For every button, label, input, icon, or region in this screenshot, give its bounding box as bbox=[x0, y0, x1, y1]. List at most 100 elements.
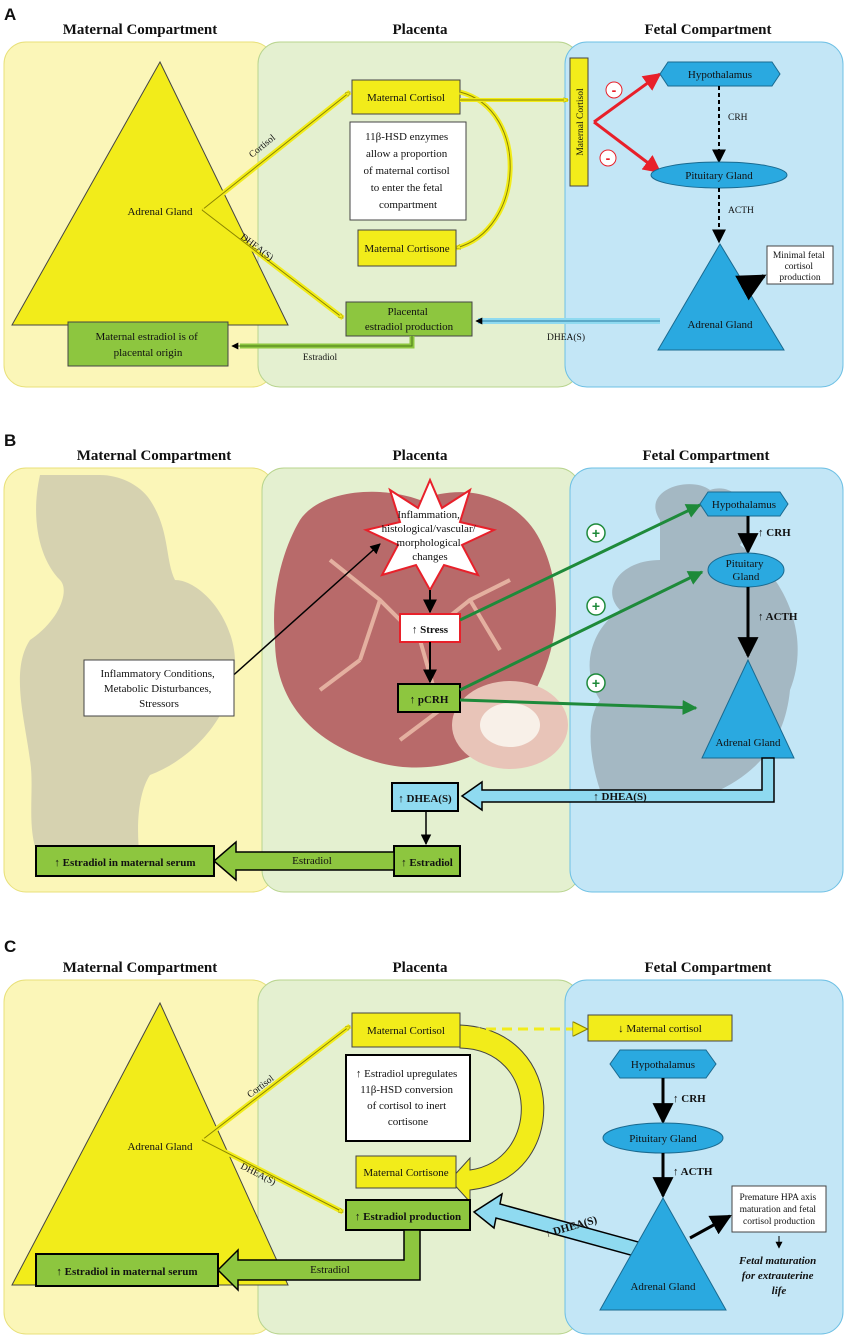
crh-label-b: ↑ CRH bbox=[758, 527, 791, 539]
panel-b-header-fetal: Fetal Compartment bbox=[642, 448, 769, 464]
maternal-cortisone-label: Maternal Cortisone bbox=[364, 243, 449, 255]
acth-label-c: ↑ ACTH bbox=[673, 1166, 713, 1178]
plus-sign-2 bbox=[586, 596, 606, 616]
estradiol-production-label-c: ↑ Estradiol production bbox=[355, 1211, 461, 1223]
fetal-adrenal-triangle-b bbox=[701, 658, 795, 759]
panel-a-header-fetal: Fetal Compartment bbox=[644, 22, 771, 38]
svg-text:+: + bbox=[592, 525, 600, 541]
hypothalamus-label-b: Hypothalamus bbox=[712, 499, 776, 511]
vertical-maternal-cortisol-label: Maternal Cortisol bbox=[576, 88, 586, 156]
crh-label: CRH bbox=[728, 113, 748, 123]
pituitary-shape-b bbox=[707, 552, 785, 588]
maternal-adrenal-label: Adrenal Gland bbox=[127, 206, 193, 218]
pituitary-label: Pituitary Gland bbox=[685, 170, 753, 182]
estradiol-label: Estradiol bbox=[303, 353, 338, 363]
maternal-cortisol-box bbox=[351, 79, 461, 115]
fetal-adrenal-triangle-c bbox=[599, 1196, 727, 1311]
panel-a: A Maternal Compartment Placenta Fetal Co… bbox=[3, 5, 844, 388]
maternal-adrenal-label-c: Adrenal Gland bbox=[127, 1141, 193, 1153]
acth-label: ACTH bbox=[728, 206, 754, 216]
fetal-adrenal-label-c: Adrenal Gland bbox=[630, 1281, 696, 1293]
panel-b: B Maternal Compartment Placenta Fetal Co… bbox=[3, 431, 844, 893]
conditions-box bbox=[83, 659, 235, 717]
crh-label-c: ↑ CRH bbox=[673, 1093, 706, 1105]
maternal-cortisol-label-c: Maternal Cortisol bbox=[367, 1025, 445, 1037]
estradiol-label-c: Estradiol bbox=[310, 1264, 350, 1276]
enzyme-note-box bbox=[349, 121, 467, 221]
inflammation-label: Inflammation, histological/vascular/ mor… bbox=[382, 509, 479, 563]
hypothalamus-label: Hypothalamus bbox=[688, 69, 752, 81]
panel-a-header-maternal: Maternal Compartment bbox=[63, 22, 218, 38]
hypothalamus-shape-c bbox=[609, 1049, 717, 1079]
svg-text:-: - bbox=[606, 150, 611, 166]
note-box-c bbox=[345, 1054, 471, 1142]
estradiol-block-arrow-c bbox=[216, 1229, 421, 1292]
pituitary-label-c: Pituitary Gland bbox=[629, 1133, 697, 1145]
dhea-arrow-label-b: ↑ DHEA(S) bbox=[593, 791, 647, 803]
plus-sign-3 bbox=[586, 673, 606, 693]
conditions-arrow bbox=[227, 543, 381, 681]
estradiol-box-label-b: ↑ Estradiol bbox=[401, 857, 453, 869]
pcrh-to-adrenal-arrow bbox=[459, 698, 698, 716]
stress-box bbox=[399, 613, 461, 643]
maternal-estradiol-box bbox=[67, 321, 229, 367]
minus-sign-1 bbox=[605, 81, 623, 99]
panel-c-letter: C bbox=[4, 937, 16, 956]
reduced-cortisol-label-c: ↓ Maternal cortisol bbox=[618, 1023, 702, 1035]
dhea-block-arrow-c bbox=[472, 1192, 661, 1263]
panel-c-header-maternal: Maternal Compartment bbox=[63, 960, 218, 976]
svg-text:+: + bbox=[592, 675, 600, 691]
conditions-label: Inflammatory Conditions, Metabolic Distu… bbox=[100, 668, 217, 710]
serum-label-c: ↑ Estradiol in maternal serum bbox=[56, 1266, 197, 1278]
maternal-cortisone-box bbox=[357, 229, 457, 267]
panel-c-header-fetal: Fetal Compartment bbox=[644, 960, 771, 976]
premature-label-c: Premature HPA axis maturation and fetal … bbox=[739, 1193, 818, 1227]
serum-box-c bbox=[35, 1253, 219, 1287]
panel-b-letter: B bbox=[4, 431, 16, 450]
stress-to-hypothalamus-arrow bbox=[459, 503, 702, 622]
maternal-cortisone-box-c bbox=[355, 1155, 457, 1189]
pcrh-box bbox=[397, 683, 461, 713]
hypothalamus-shape-b bbox=[699, 491, 789, 517]
hypothalamus-label-c: Hypothalamus bbox=[631, 1059, 695, 1071]
minus-sign-2 bbox=[599, 149, 617, 167]
dhea-fetal-label: DHEA(S) bbox=[547, 332, 585, 343]
premature-arrow-c bbox=[689, 1214, 732, 1240]
fetal-adrenal-label-b: Adrenal Gland bbox=[715, 737, 781, 749]
maternal-cortisone-label-c: Maternal Cortisone bbox=[363, 1167, 448, 1179]
pcrh-to-pituitary-arrow bbox=[459, 570, 704, 692]
dhea-box-b bbox=[391, 782, 459, 812]
panel-b-header-placenta: Placenta bbox=[393, 448, 448, 464]
svg-text:-: - bbox=[612, 82, 617, 98]
estradiol-label-b: Estradiol bbox=[292, 855, 332, 867]
panel-a-letter: A bbox=[4, 5, 16, 24]
stress-label: ↑ Stress bbox=[412, 624, 449, 636]
pituitary-label-b: Pituitary Gland bbox=[726, 558, 767, 583]
cortisol-to-cortisone-block-arc bbox=[449, 1024, 545, 1204]
panel-c-header-placenta: Placenta bbox=[393, 960, 448, 976]
serum-label-b: ↑ Estradiol in maternal serum bbox=[54, 857, 195, 869]
placental-estradiol-box bbox=[345, 301, 473, 337]
inhibit-hypothalamus-arrow bbox=[593, 72, 662, 124]
placental-estradiol-label: Placental estradiol production bbox=[365, 306, 454, 333]
acth-label-b: ↑ ACTH bbox=[758, 611, 798, 623]
maternal-cortisol-label: Maternal Cortisol bbox=[367, 92, 445, 104]
fetal-compartment-bg bbox=[564, 41, 844, 388]
svg-text:+: + bbox=[592, 598, 600, 614]
minimal-cortisol-label: Minimal fetal cortisol production bbox=[773, 250, 827, 283]
panel-b-header-maternal: Maternal Compartment bbox=[77, 448, 232, 464]
minimal-cortisol-box bbox=[766, 245, 834, 285]
estradiol-block-arrow-b bbox=[212, 840, 395, 882]
serum-box-b bbox=[35, 845, 215, 877]
panel-a-header-placenta: Placenta bbox=[393, 22, 448, 38]
vertical-maternal-cortisol-box bbox=[569, 57, 589, 187]
dhea-block-arrow-b bbox=[460, 757, 775, 812]
fetal-adrenal-label: Adrenal Gland bbox=[687, 319, 753, 331]
minimal-cortisol-arrow bbox=[735, 274, 767, 301]
pcrh-label: ↑ pCRH bbox=[410, 694, 449, 706]
panel-c: C Maternal Compartment Placenta Fetal Co… bbox=[3, 937, 844, 1335]
estradiol-production-box-c bbox=[345, 1199, 471, 1231]
premature-box-c bbox=[731, 1185, 827, 1233]
maternal-estradiol-label: Maternal estradiol is of placental origi… bbox=[95, 331, 200, 359]
